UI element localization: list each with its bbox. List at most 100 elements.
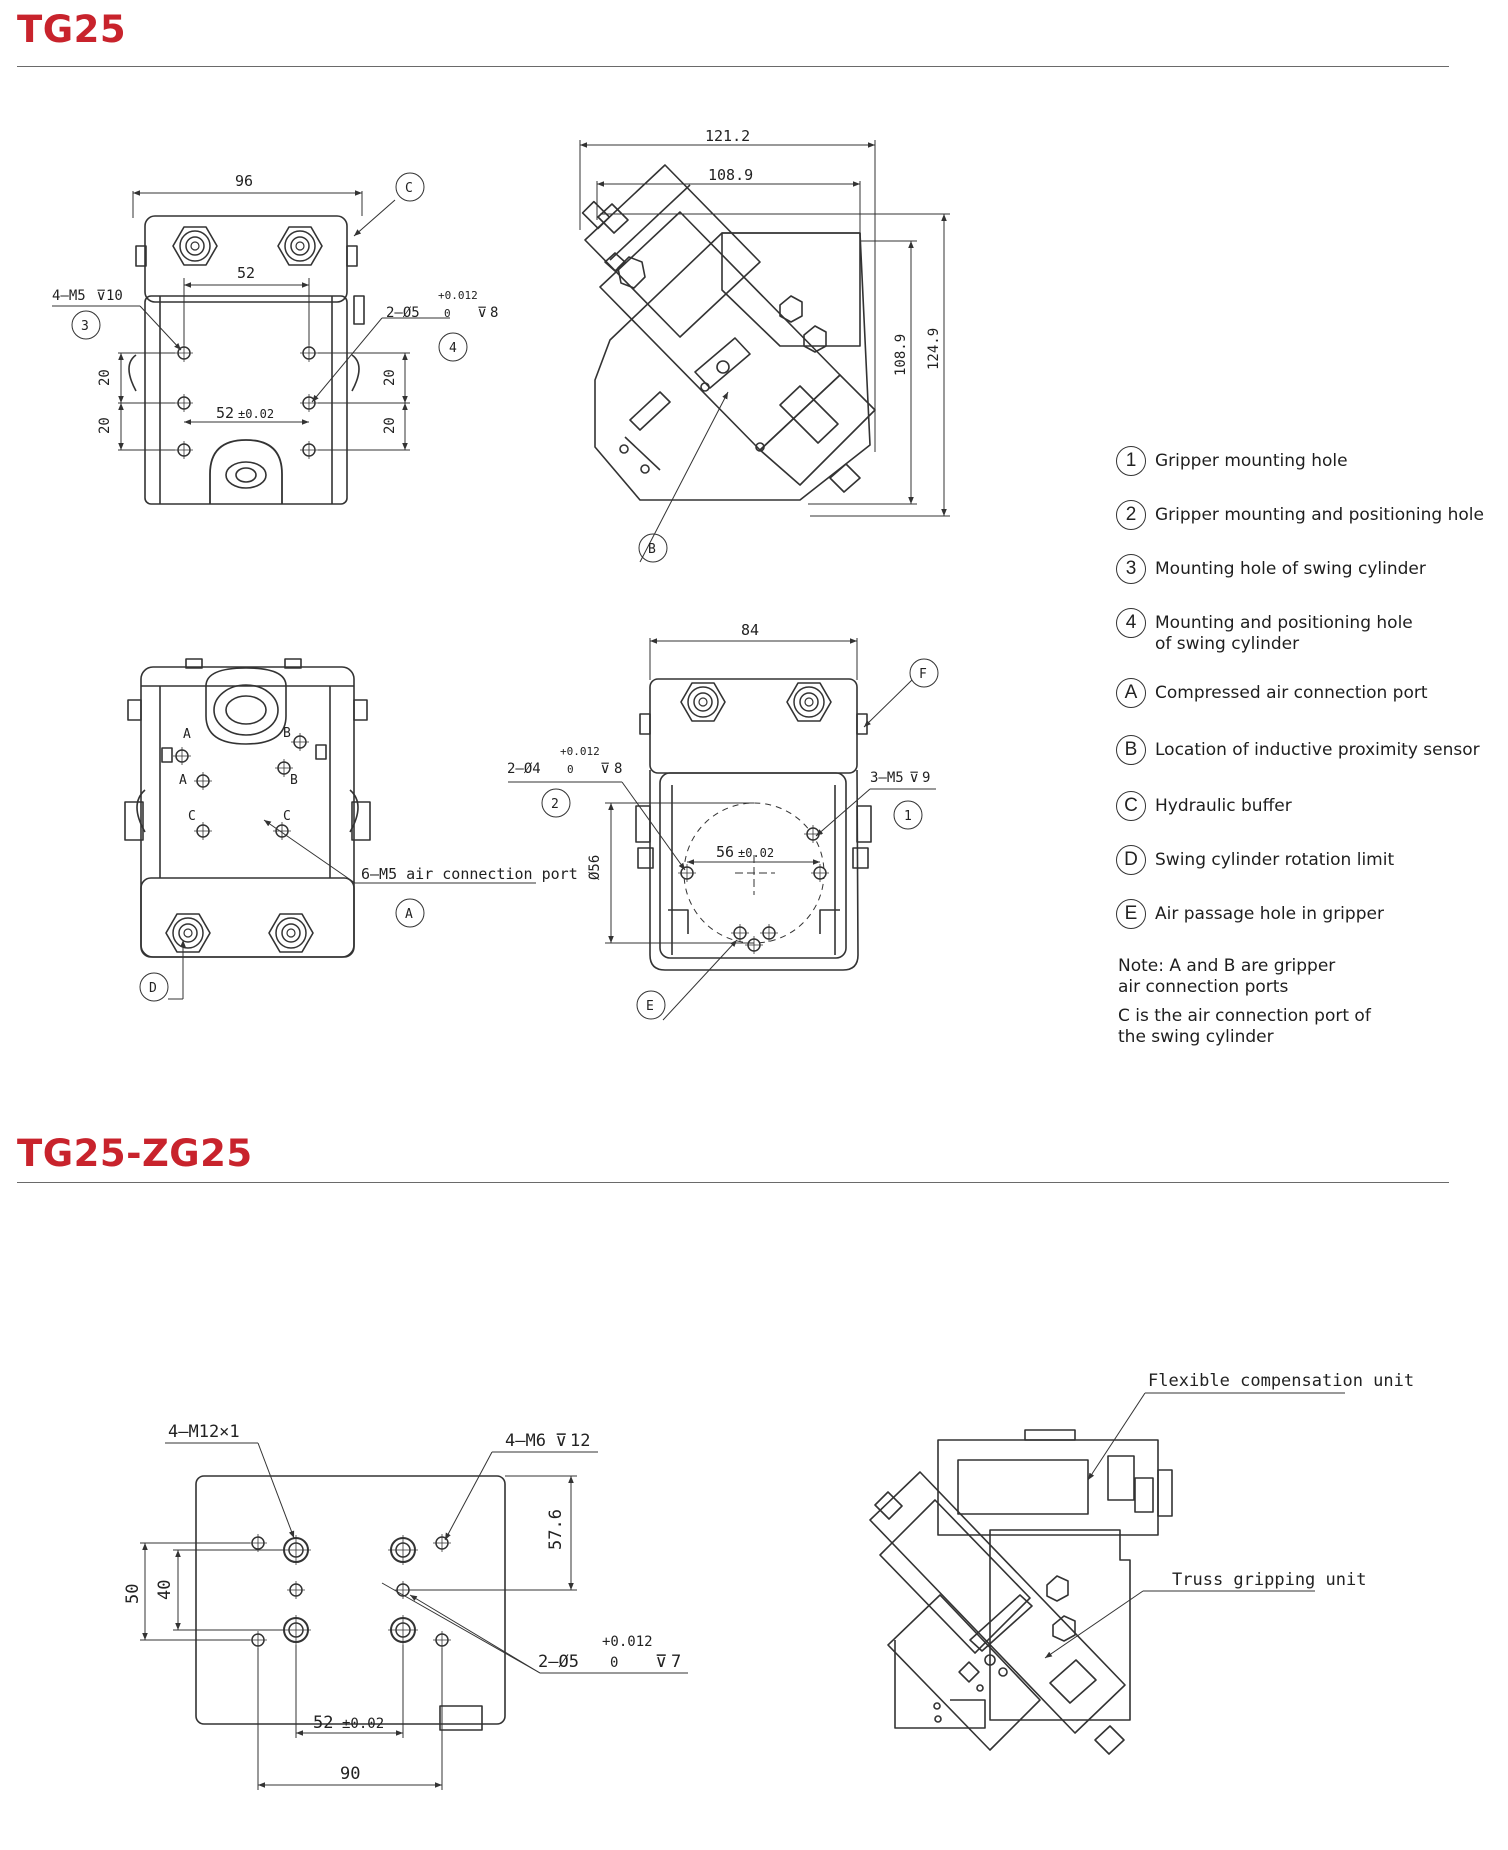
zg25-plate-dims [140, 1442, 688, 1790]
dim-108-9: 108.9 [708, 166, 753, 184]
dim-50: 50 [123, 1584, 143, 1604]
zg25-assembly-view [869, 1429, 1173, 1755]
legend-item: C Hydraulic buffer [1116, 791, 1292, 821]
section-divider [17, 66, 1449, 67]
port-b-label: B [290, 773, 298, 788]
dim-20: 20 [382, 369, 398, 386]
callout-1: 1 [904, 809, 912, 824]
depth-symbol-icon: ⊽ [555, 1431, 567, 1451]
legend-item: E Air passage hole in gripper [1116, 899, 1384, 929]
dim-depth-8: 8 [490, 305, 498, 321]
tg25-bottom-dims [139, 819, 536, 1002]
tolerance: ±0.02 [342, 1716, 384, 1732]
dim-depth-10: 10 [106, 288, 123, 304]
callout-circle-icon: A [1116, 678, 1146, 708]
note-swing-cylinder-port: C is the air connection port of the swin… [1118, 1006, 1371, 1047]
depth-symbol-icon: ⊽ [477, 305, 487, 321]
tolerance-lower: 0 [444, 307, 451, 320]
dim-4-m6: 4—M6 [505, 1431, 546, 1451]
dim-20: 20 [97, 417, 113, 434]
callout-b: B [648, 542, 656, 557]
port-a-label: A [183, 727, 191, 742]
callout-4: 4 [449, 341, 457, 356]
legend-text: Mounting hole of swing cylinder [1155, 559, 1426, 579]
depth-symbol-icon: ⊽ [909, 770, 919, 786]
port-a-label: A [179, 773, 187, 788]
callout-circle-icon: 3 [1116, 554, 1146, 584]
callout-e: E [646, 999, 654, 1014]
legend-text: Gripper mounting and positioning hole [1155, 505, 1484, 525]
tolerance-lower: 0 [610, 1655, 618, 1671]
legend-item: 3 Mounting hole of swing cylinder [1116, 554, 1426, 584]
dim-121-2: 121.2 [705, 127, 750, 145]
legend-text: Air passage hole in gripper [1155, 904, 1384, 924]
dim-96: 96 [235, 172, 253, 190]
callout-c: C [405, 181, 413, 196]
legend-text: Hydraulic buffer [1155, 796, 1292, 816]
tg25-side-dims [579, 140, 950, 563]
dim-3-m5: 3—M5 [870, 770, 904, 786]
dim-2-phi4: 2—Ø4 [507, 761, 541, 777]
legend-item: 4 Mounting and positioning hole of swing… [1116, 608, 1416, 655]
callout-circle-icon: B [1116, 735, 1146, 765]
dim-2-phi5: 2—Ø5 [386, 305, 420, 321]
tolerance-upper: +0.012 [602, 1634, 653, 1650]
section-divider [17, 1182, 1449, 1183]
callout-circle-icon: 1 [1116, 446, 1146, 476]
tolerance-upper: +0.012 [438, 289, 478, 302]
legend-item: 2 Gripper mounting and positioning hole [1116, 500, 1484, 530]
tg25-front-dims [508, 638, 939, 1021]
dim-108-9: 108.9 [893, 334, 909, 376]
callout-circle-icon: 2 [1116, 500, 1146, 530]
dim-depth-7: 7 [671, 1652, 681, 1672]
dim-20: 20 [382, 417, 398, 434]
dim-124-9: 124.9 [926, 328, 942, 370]
legend-text: Mounting and positioning hole of swing c… [1155, 613, 1413, 654]
callout-2: 2 [551, 797, 559, 812]
legend-text: Location of inductive proximity sensor [1155, 740, 1480, 760]
dim-57-6: 57.6 [546, 1509, 566, 1550]
dim-90: 90 [340, 1764, 360, 1784]
dim-84: 84 [741, 621, 759, 639]
dim-2-phi5: 2—Ø5 [538, 1652, 579, 1672]
tg25-top-dims [52, 172, 468, 451]
tolerance-upper: +0.012 [560, 745, 600, 758]
callout-circle-icon: E [1116, 899, 1146, 929]
port-b-label: B [283, 726, 291, 741]
depth-symbol-icon: ⊽ [96, 288, 106, 304]
legend-text: Compressed air connection port [1155, 683, 1428, 703]
dim-depth-8: 8 [614, 761, 622, 777]
callout-circle-icon: 4 [1116, 608, 1146, 638]
callout-f: F [919, 667, 927, 682]
dim-52: 52 [313, 1713, 333, 1733]
tg25-front-view [635, 678, 872, 971]
dim-40: 40 [155, 1580, 175, 1600]
tolerance-lower: 0 [567, 763, 574, 776]
legend-text: Swing cylinder rotation limit [1155, 850, 1395, 870]
dim-4-m5: 4—M5 [52, 288, 86, 304]
zg25-plate-view [195, 1475, 506, 1731]
callout-3: 3 [81, 319, 89, 334]
callout-d: D [149, 981, 157, 996]
section-title-tg25: TG25 [17, 8, 127, 51]
section-title-tg25-zg25: TG25-ZG25 [17, 1132, 253, 1175]
depth-symbol-icon: ⊽ [600, 761, 610, 777]
tolerance: ±0.02 [238, 407, 274, 421]
dim-phi56: Ø56 [587, 855, 603, 880]
legend-item: 1 Gripper mounting hole [1116, 446, 1348, 476]
dim-52-tol: 52 [216, 404, 234, 422]
zg25-assembly-dims [1044, 1392, 1345, 1659]
legend-item: B Location of inductive proximity sensor [1116, 735, 1480, 765]
tg25-side-view [581, 164, 876, 501]
port-c-label: C [283, 809, 291, 824]
tg25-top-view [128, 215, 365, 505]
label-flexible-compensation-unit: Flexible compensation unit [1148, 1371, 1414, 1391]
dim-depth-12: 12 [570, 1431, 590, 1451]
dim-20: 20 [97, 369, 113, 386]
note-gripper-ports: Note: A and B are gripper air connection… [1118, 956, 1336, 997]
callout-circle-icon: C [1116, 791, 1146, 821]
depth-symbol-icon: ⊽ [655, 1652, 667, 1672]
legend-item: A Compressed air connection port [1116, 678, 1428, 708]
dim-4-m12: 4—M12×1 [168, 1422, 240, 1442]
